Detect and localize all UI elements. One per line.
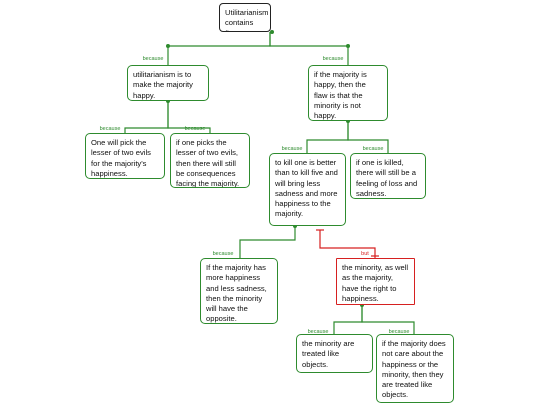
node-objection-right-to-happiness[interactable]: the minority, as well as the majority, h… — [336, 258, 415, 305]
edge-label-because: because — [142, 56, 164, 62]
node-majority-does-not-care[interactable]: if the majority does not care about the … — [376, 334, 454, 403]
junction-dot — [166, 44, 170, 48]
edge-label-because: because — [99, 126, 121, 132]
edge-label-because: because — [212, 251, 234, 257]
edge-label-because: because — [362, 146, 384, 152]
edge-n5-n8 — [319, 230, 376, 258]
junction-dot — [270, 30, 274, 34]
edge-root-n2 — [269, 32, 349, 65]
node-reason-majority-happy[interactable]: utilitarianism is to make the majority h… — [127, 65, 209, 101]
edge-n2-n5-dot — [347, 121, 389, 153]
edge-label-because: because — [281, 146, 303, 152]
edge-label-but: but — [361, 251, 369, 257]
edge-n8-n9 — [333, 305, 363, 334]
node-kill-one-better[interactable]: to kill one is better than to kill five … — [269, 153, 346, 226]
edge-n2-n5 — [306, 121, 349, 153]
node-lesser-evil[interactable]: One will pick the lesser of two evils fo… — [85, 133, 165, 179]
edge-label-because: because — [388, 329, 410, 335]
node-treated-like-objects[interactable]: the minority are treated like objects. — [296, 334, 373, 373]
node-consequences[interactable]: if one picks the lesser of two evils, th… — [170, 133, 250, 188]
edge-n1-n4 — [167, 101, 211, 133]
node-feeling-of-loss[interactable]: if one is killed, there will still be a … — [350, 153, 426, 199]
node-minority-opposite[interactable]: If the majority has more happiness and l… — [200, 258, 278, 324]
edge-n5-n7 — [239, 226, 296, 258]
edge-root-n1 — [167, 32, 271, 65]
node-reason-minority-flaw[interactable]: if the majority is happy, then the flaw … — [308, 65, 388, 121]
edge-label-because: because — [322, 56, 344, 62]
edge-n8-n10 — [361, 305, 415, 334]
node-root-claim[interactable]: Utilitarianism contains flaws. — [219, 3, 271, 32]
edge-label-because: because — [307, 329, 329, 335]
junction-dot — [346, 44, 350, 48]
edge-n1-n3 — [124, 101, 169, 133]
edge-label-because: because — [184, 126, 206, 132]
